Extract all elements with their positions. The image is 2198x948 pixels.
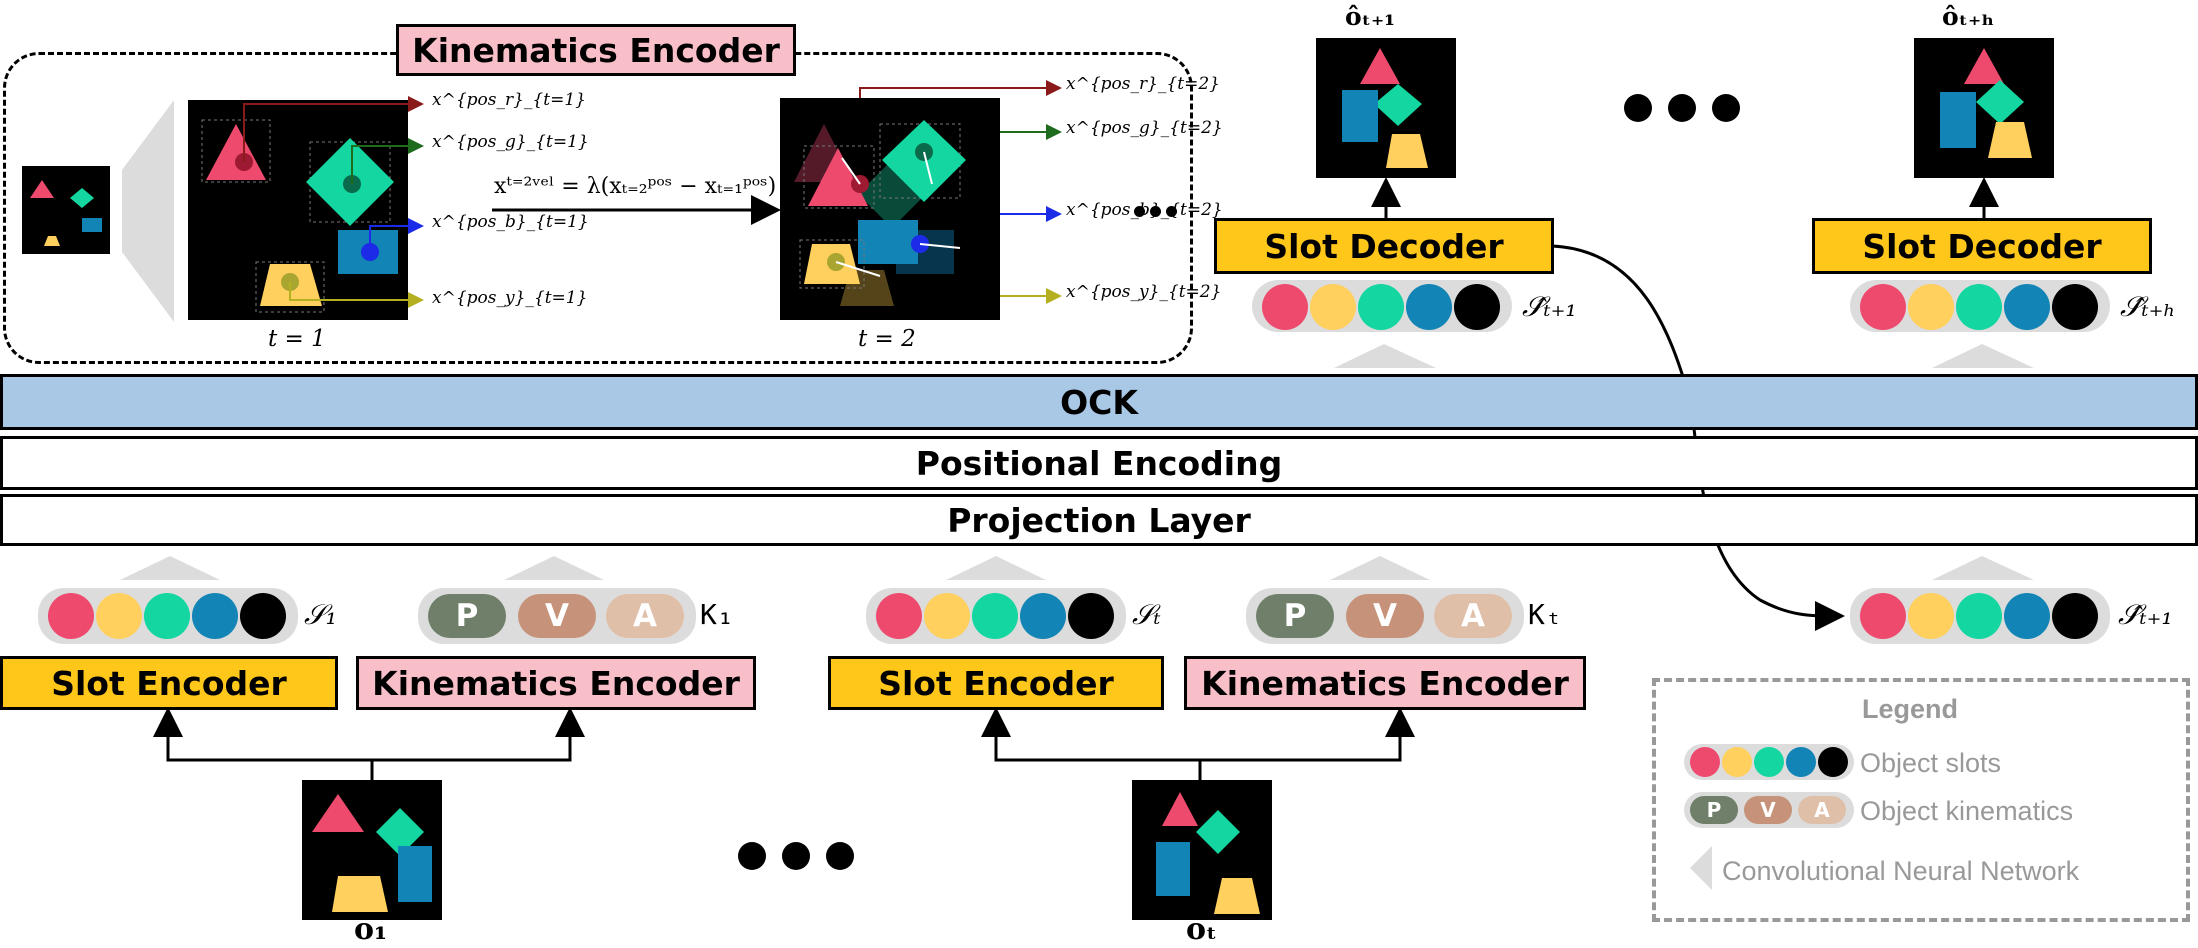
legend-kin-p: P [1690,796,1738,824]
pos-label-t1-y: x^{pos_y}_{t=1} [432,288,588,308]
slot-encoder-1: Slot Encoder [0,656,338,710]
slot-out-yellow [1908,593,1954,639]
slot-TH-red [1860,284,1906,330]
panel-ellipsis [1134,206,1178,218]
input-frame-1 [302,780,442,920]
slot-out-green [1956,593,2002,639]
ock-layer: OCK [0,374,2198,430]
slot-ST-black [1068,593,1114,639]
slot-T1-yellow [1310,284,1356,330]
bottom-ellipsis-3 [826,842,854,870]
KT-label: Kₜ [1528,598,1562,631]
oTH-hat-label: ôₜ₊ₕ [1942,2,1995,31]
top-ellipsis-3 [1712,94,1740,122]
input-frame-T [1132,780,1272,920]
kin-KT-v: V [1346,594,1424,638]
slot-T1-black [1454,284,1500,330]
slot-out-blue [2004,593,2050,639]
slot-TH-black [2052,284,2098,330]
small-input-frame [22,166,110,254]
legend-kin-a: A [1798,796,1846,824]
slot-T1-red [1262,284,1308,330]
o1-label: o₁ [354,912,388,947]
slot-S1-red [48,593,94,639]
projection-layer: Projection Layer [0,494,2198,546]
legend-title: Legend [1862,694,1959,724]
slot-ST-blue [1020,593,1066,639]
slot-T1-green [1358,284,1404,330]
slot-T1-blue [1406,284,1452,330]
legend-box [1652,678,2190,922]
slot-ST-yellow [924,593,970,639]
slot-out-red [1860,593,1906,639]
legend-kin-v: V [1744,796,1792,824]
slot-decoder-T1: Slot Decoder [1214,218,1554,274]
velocity-equation: xᵗ⁼²ᵛᵉˡ = λ(xₜ₌₂ᵖᵒˢ − xₜ₌₁ᵖᵒˢ) [494,174,777,199]
kinematics-panel-title: Kinematics Encoder [396,24,796,76]
pos-label-t1-g: x^{pos_g}_{t=1} [432,132,589,152]
pos-label-t1-r: x^{pos_r}_{t=1} [432,90,586,110]
ST1-hat-out-label: 𝒮̂ₜ₊₁ [2118,598,2173,631]
legend-slot-yellow [1722,747,1752,777]
pos-label-t2-r: x^{pos_r}_{t=2} [1066,74,1220,94]
S1-label: 𝒮₁ [304,598,337,631]
legend-kin-text: Object kinematics [1860,796,2074,826]
legend-cnn-text: Convolutional Neural Network [1722,856,2080,886]
pos-label-t2-y: x^{pos_y}_{t=2} [1066,282,1222,302]
label-t2: t = 2 [858,326,916,352]
slot-TH-yellow [1908,284,1954,330]
frame-t2 [780,98,1000,320]
kin-K1-v: V [518,594,596,638]
pos-label-t2-g: x^{pos_g}_{t=2} [1066,118,1223,138]
slot-S1-green [144,593,190,639]
kinematics-encoder-1: Kinematics Encoder [356,656,756,710]
slot-ST-red [876,593,922,639]
cnn-trapezoid [122,100,174,322]
bottom-ellipsis-2 [782,842,810,870]
top-ellipsis-1 [1624,94,1652,122]
oT1-hat-label: ôₜ₊₁ [1345,2,1396,31]
slot-encoder-T: Slot Encoder [828,656,1164,710]
kin-K1-a: A [606,594,684,638]
slot-S1-blue [192,593,238,639]
bottom-ellipsis-1 [738,842,766,870]
pred-frame-T1 [1316,38,1456,178]
kinematics-encoder-T: Kinematics Encoder [1184,656,1586,710]
slot-TH-blue [2004,284,2050,330]
slot-TH-green [1956,284,2002,330]
slot-S1-black [240,593,286,639]
ST1-hat-label: 𝒮̂ₜ₊₁ [1522,290,1577,323]
slot-S1-yellow [96,593,142,639]
top-ellipsis-2 [1668,94,1696,122]
label-t1: t = 1 [268,326,326,352]
ST-label: 𝒮ₜ [1132,598,1161,631]
pos-label-t1-b: x^{pos_b}_{t=1} [432,212,589,232]
positional-encoding-layer: Positional Encoding [0,436,2198,490]
K1-label: K₁ [700,598,734,631]
frame-t1 [188,100,408,320]
kin-KT-p: P [1256,594,1334,638]
legend-cnn-icon [1690,846,1712,890]
legend-slot-blue [1786,747,1816,777]
slot-decoder-TH: Slot Decoder [1812,218,2152,274]
slot-ST-green [972,593,1018,639]
oT-label: oₜ [1186,912,1218,947]
legend-slot-green [1754,747,1784,777]
STH-hat-label: 𝒮̂ₜ₊ₕ [2120,290,2176,323]
legend-slot-red [1690,747,1720,777]
pred-frame-TH [1914,38,2054,178]
slot-out-black [2052,593,2098,639]
legend-slot-black [1818,747,1848,777]
legend-slots-text: Object slots [1860,748,2002,778]
kin-KT-a: A [1434,594,1512,638]
kin-K1-p: P [428,594,506,638]
